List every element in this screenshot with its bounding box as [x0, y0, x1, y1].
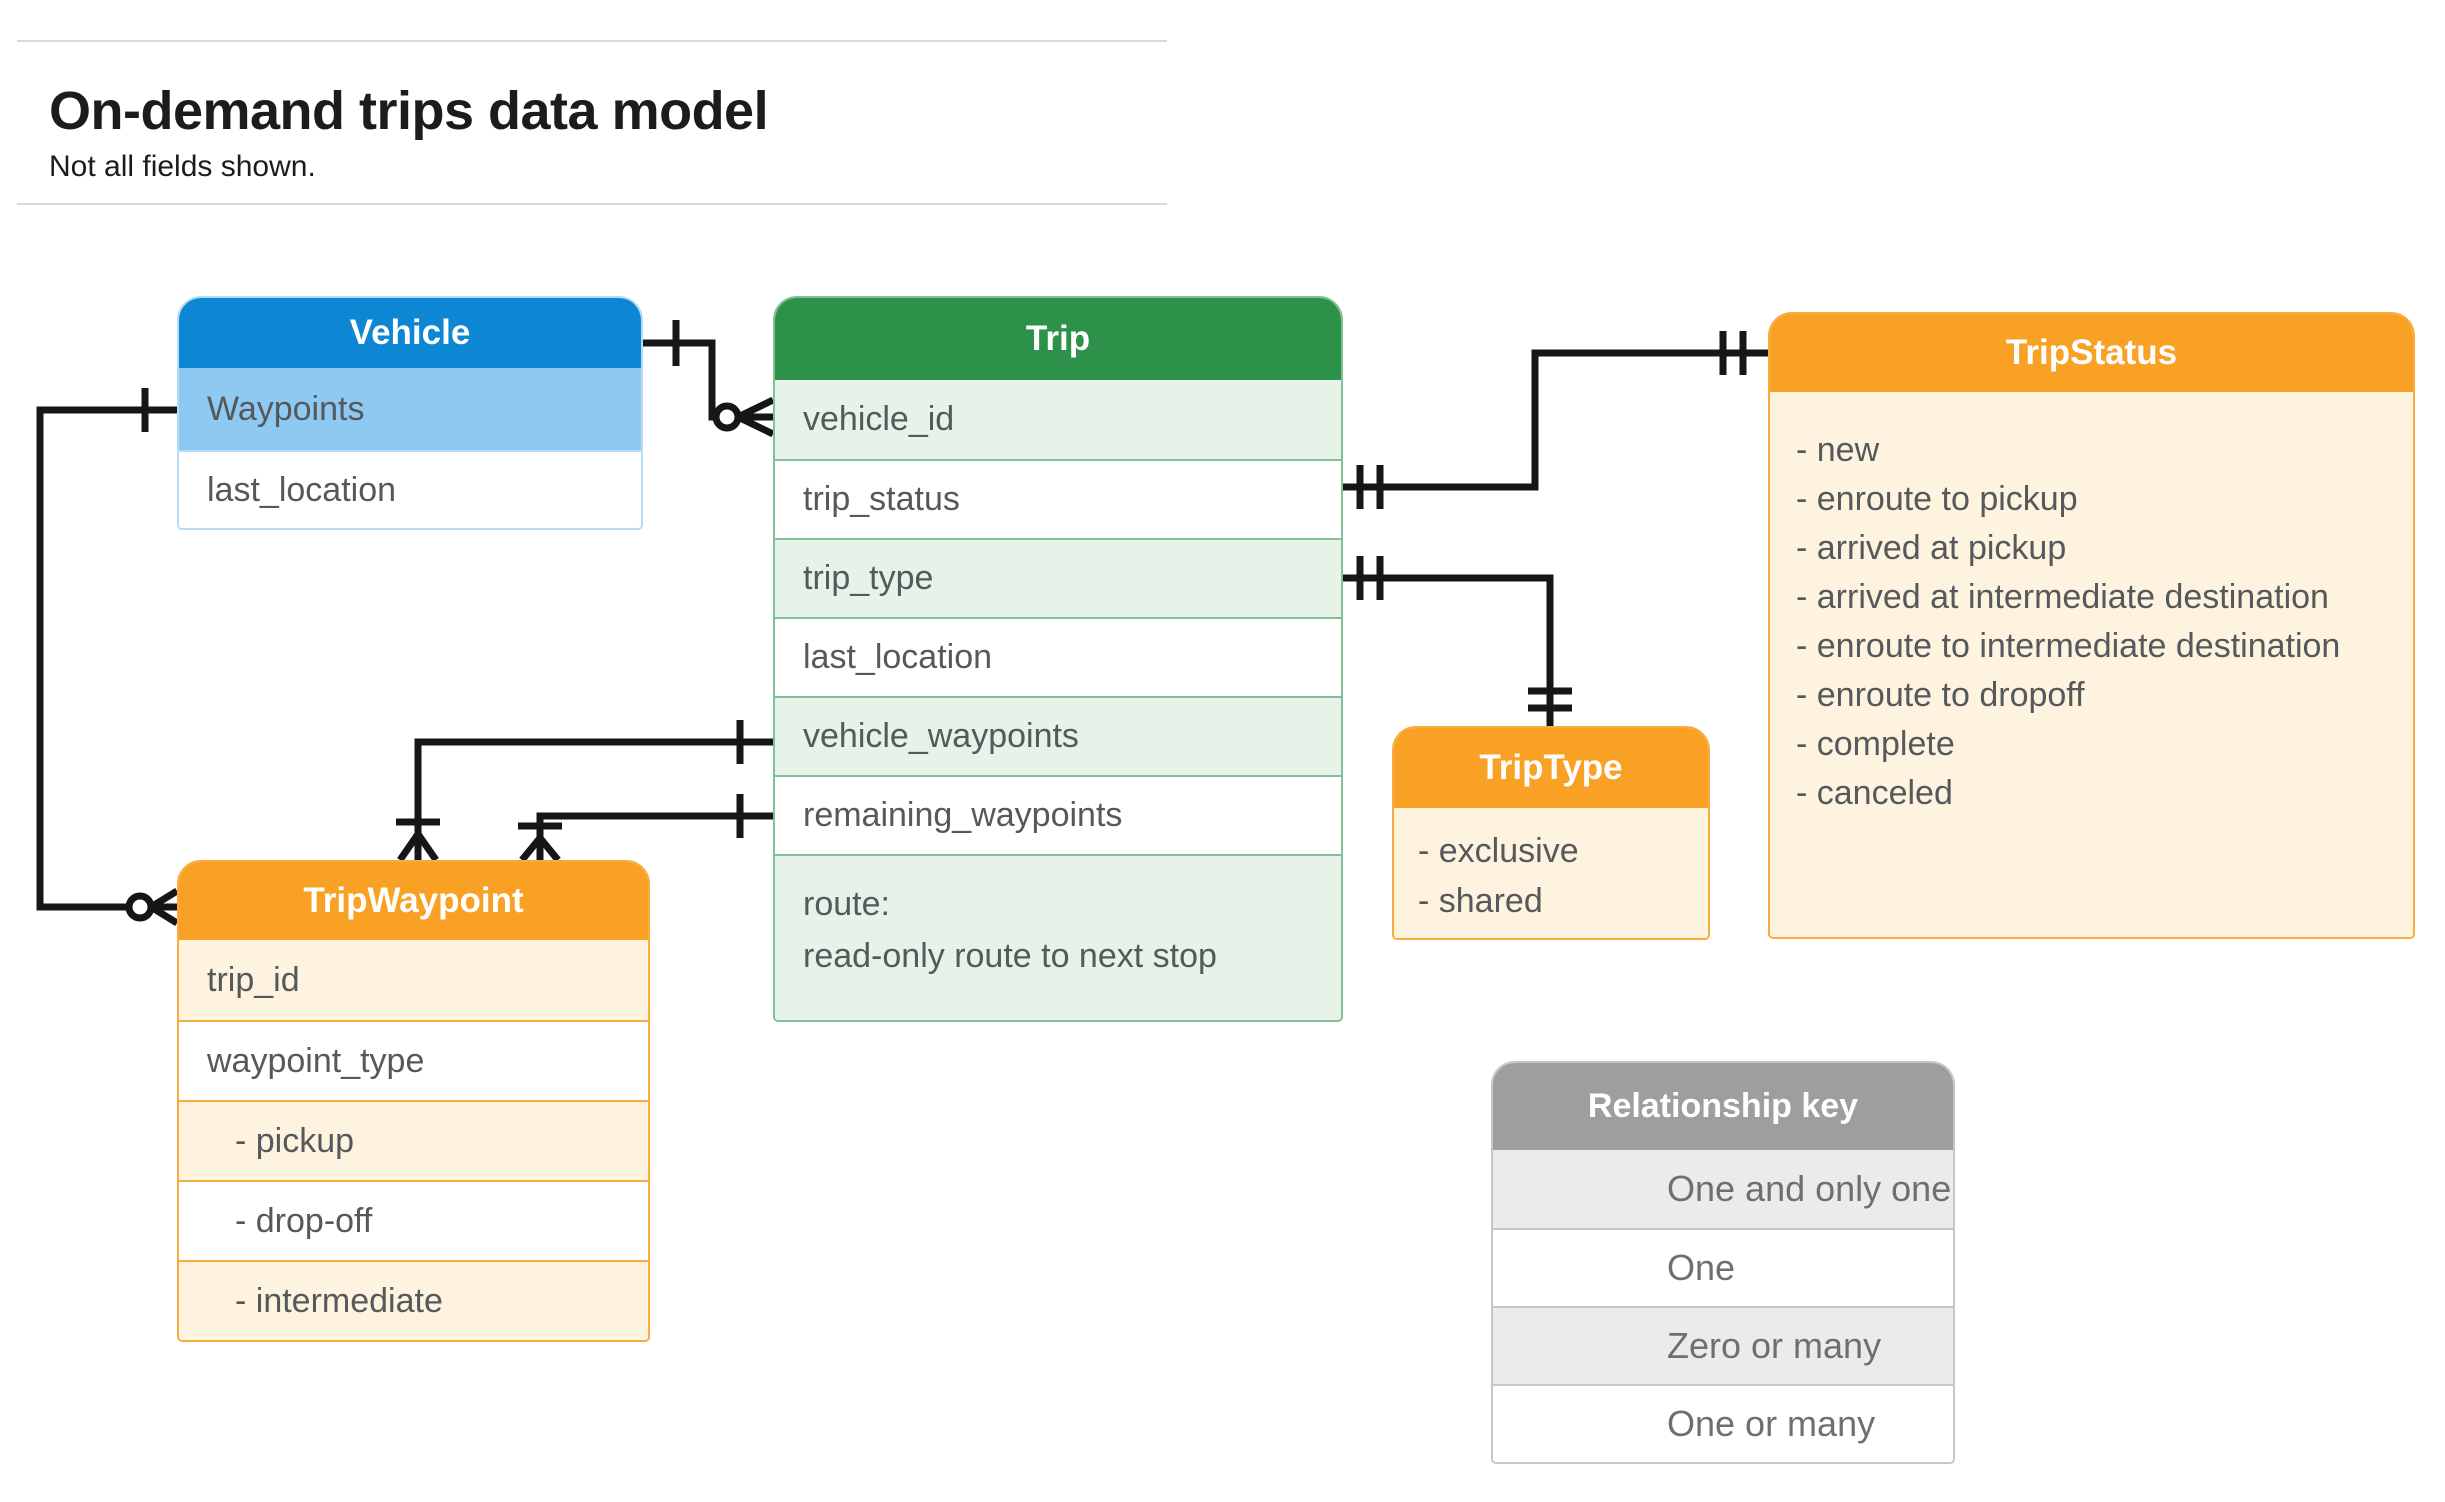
field-vehicle-waypoints: vehicle_waypoints — [775, 696, 1341, 775]
entity-tripstatus: TripStatus - new - enroute to pickup - a… — [1768, 312, 2415, 939]
entity-vehicle: Vehicle Waypoints last_location — [177, 296, 643, 530]
relationship-key-title: Relationship key — [1493, 1063, 1953, 1150]
field-last-location: last_location — [775, 617, 1341, 696]
status-item: - arrived at intermediate destination — [1796, 578, 2329, 616]
status-item: - canceled — [1796, 774, 1953, 812]
field-route-line2: read-only route to next stop — [803, 937, 1217, 975]
entity-tripwaypoint: TripWaypoint trip_id waypoint_type - pic… — [177, 860, 650, 1342]
entity-tripwaypoint-title: TripWaypoint — [179, 862, 648, 940]
triptype-values: - exclusive - shared — [1394, 808, 1708, 938]
status-item: - complete — [1796, 725, 1955, 763]
page-subtitle: Not all fields shown. — [49, 150, 316, 183]
connector-vehicle-waypoints — [396, 720, 773, 862]
tripstatus-values: - new - enroute to pickup - arrived at p… — [1770, 392, 2413, 937]
relationship-key: Relationship key One and only one One Ze… — [1491, 1061, 1955, 1464]
legend-row-one-and-only-one: One and only one — [1493, 1150, 1953, 1228]
status-item: - enroute to dropoff — [1796, 676, 2085, 714]
connector-vehicle-to-trip — [643, 320, 775, 438]
legend-row-one-or-many: One or many — [1493, 1384, 1953, 1462]
field-route-line1: route: — [803, 885, 890, 923]
entity-vehicle-title: Vehicle — [179, 298, 641, 368]
entity-tripstatus-title: TripStatus — [1770, 314, 2413, 392]
field-trip-status: trip_status — [775, 459, 1341, 538]
entity-triptype-title: TripType — [1394, 728, 1708, 808]
waypoint-type-pickup: - pickup — [179, 1100, 648, 1180]
top-divider — [17, 40, 1167, 42]
connector-triptype — [1343, 556, 1572, 726]
header-divider — [17, 203, 1167, 205]
legend-row-one: One — [1493, 1228, 1953, 1306]
entity-trip: Trip vehicle_id trip_status trip_type la… — [773, 296, 1343, 1022]
field-last-location: last_location — [179, 450, 641, 528]
field-waypoints: Waypoints — [179, 368, 641, 450]
type-item: - shared — [1418, 882, 1543, 920]
field-remaining-waypoints: remaining_waypoints — [775, 775, 1341, 854]
status-item: - enroute to pickup — [1796, 480, 2078, 518]
field-trip-id: trip_id — [179, 940, 648, 1020]
status-item: - arrived at pickup — [1796, 529, 2067, 567]
waypoint-type-intermediate: - intermediate — [179, 1260, 648, 1340]
connector-waypoints-to-tripwaypoint — [36, 388, 179, 926]
field-trip-type: trip_type — [775, 538, 1341, 617]
legend-row-zero-or-many: Zero or many — [1493, 1306, 1953, 1384]
type-item: - exclusive — [1418, 832, 1579, 870]
entity-triptype: TripType - exclusive - shared — [1392, 726, 1710, 940]
entity-trip-title: Trip — [775, 298, 1341, 380]
status-item: - new — [1796, 431, 1880, 469]
field-vehicle-id: vehicle_id — [775, 380, 1341, 459]
connector-tripstatus — [1343, 331, 1768, 509]
field-route: route: read-only route to next stop — [775, 854, 1341, 1020]
waypoint-type-dropoff: - drop-off — [179, 1180, 648, 1260]
connector-remaining-waypoints — [518, 794, 773, 863]
field-waypoint-type: waypoint_type — [179, 1020, 648, 1100]
status-item: - enroute to intermediate destination — [1796, 627, 2341, 665]
page-title: On-demand trips data model — [49, 81, 769, 141]
